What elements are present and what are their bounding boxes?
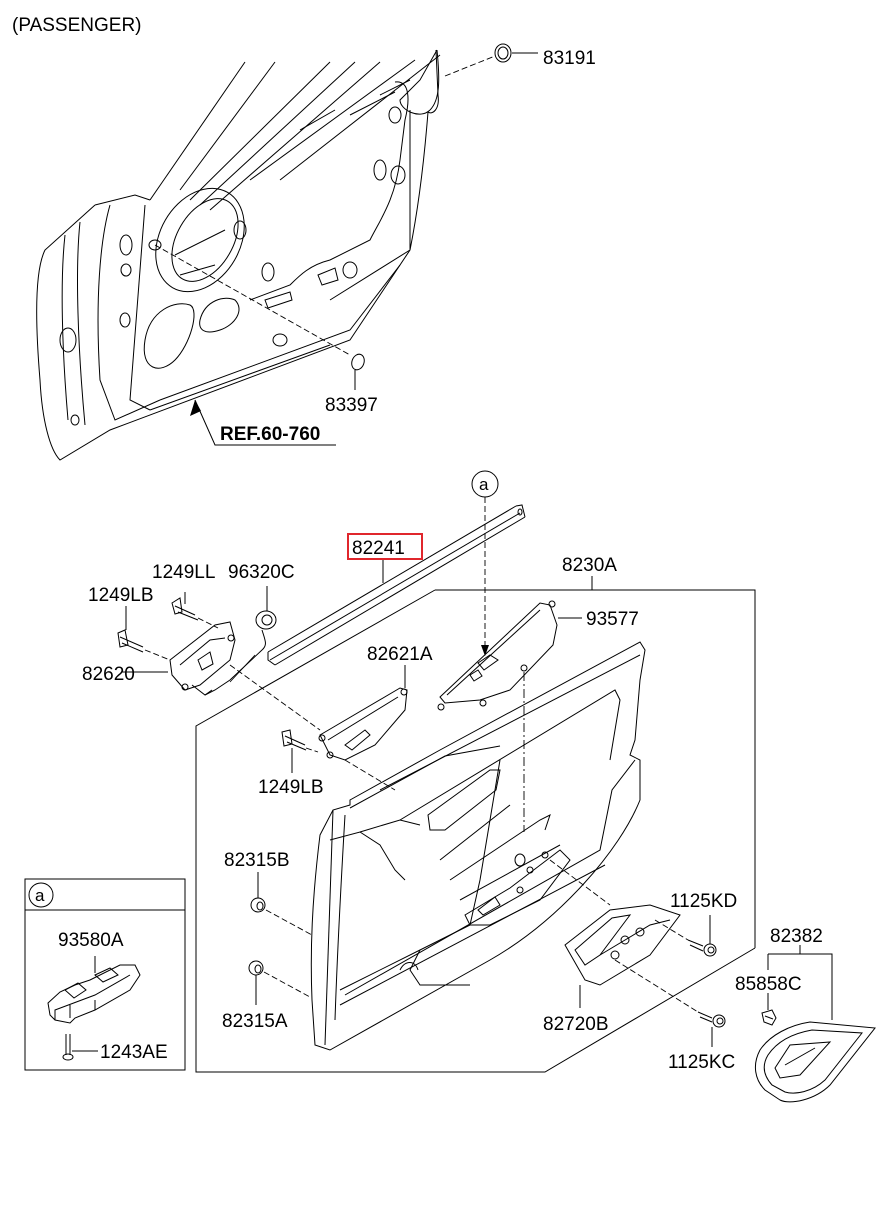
diagram-title: (PASSENGER) <box>12 15 142 36</box>
label-83191: 83191 <box>543 48 596 69</box>
label-93577: 93577 <box>586 609 639 630</box>
part-1125KC[interactable]: 1125KC <box>614 959 735 1073</box>
part-93577[interactable]: 93577 <box>437 600 639 832</box>
highlight-box <box>347 533 423 560</box>
label-1125KD: 1125KD <box>670 891 737 912</box>
label-83397: 83397 <box>325 395 378 416</box>
part-82315B[interactable]: 82315B <box>224 850 313 936</box>
part-96320C[interactable]: 96320C <box>204 562 295 696</box>
label-96320C: 96320C <box>228 562 295 583</box>
label-1249LB-top: 1249LB <box>88 585 154 606</box>
part-83191[interactable]: 83191 <box>444 43 596 77</box>
label-82620: 82620 <box>82 664 135 685</box>
part-1243AE[interactable]: 1243AE <box>62 1034 168 1063</box>
label-82720B: 82720B <box>543 1014 609 1035</box>
part-1249LL[interactable]: 1249LL <box>152 562 219 629</box>
label-82315B: 82315B <box>224 850 290 871</box>
label-1249LL: 1249LL <box>152 562 215 583</box>
reference-label: REF.60-760 <box>220 424 320 445</box>
part-82315A[interactable]: 82315A <box>222 960 311 1032</box>
part-93580A[interactable]: 93580A <box>47 930 141 1024</box>
label-93580A: 93580A <box>58 930 124 951</box>
part-1249LB-top[interactable]: 1249LB <box>88 585 171 661</box>
part-82621A[interactable]: 82621A <box>318 644 433 791</box>
label-85858C: 85858C <box>735 974 802 995</box>
label-82621A: 82621A <box>367 644 433 665</box>
reference-callout[interactable]: REF.60-760 <box>190 399 336 446</box>
inset-a: a 93580A 1243AE <box>24 878 186 1071</box>
label-1243AE: 1243AE <box>100 1042 168 1063</box>
callout-a[interactable]: a <box>471 470 499 656</box>
part-82620[interactable]: 82620 <box>82 621 321 731</box>
door-trim-panel <box>310 641 646 1051</box>
part-83397[interactable]: 83397 <box>154 244 378 416</box>
part-82241[interactable]: 82241 <box>267 504 526 666</box>
label-82315A: 82315A <box>222 1011 288 1032</box>
door-inner-panel <box>36 49 441 461</box>
part-1249LB-mid[interactable]: 1249LB <box>258 729 324 798</box>
label-1249LB-mid: 1249LB <box>258 777 324 798</box>
label-8230A: 8230A <box>562 555 617 576</box>
callout-a-marker: a <box>479 475 489 494</box>
inset-marker: a <box>35 886 45 905</box>
part-85858C[interactable]: 85858C <box>735 974 802 1026</box>
label-82382: 82382 <box>770 926 823 947</box>
part-1125KD[interactable]: 1125KD <box>654 891 737 957</box>
group-frame-8230A: 8230A <box>195 555 756 1073</box>
part-82720B[interactable]: 82720B <box>543 859 681 1035</box>
part-82382[interactable]: 82382 <box>754 926 876 1103</box>
label-82241: 82241 <box>352 538 405 559</box>
label-1125KC: 1125KC <box>668 1052 735 1073</box>
